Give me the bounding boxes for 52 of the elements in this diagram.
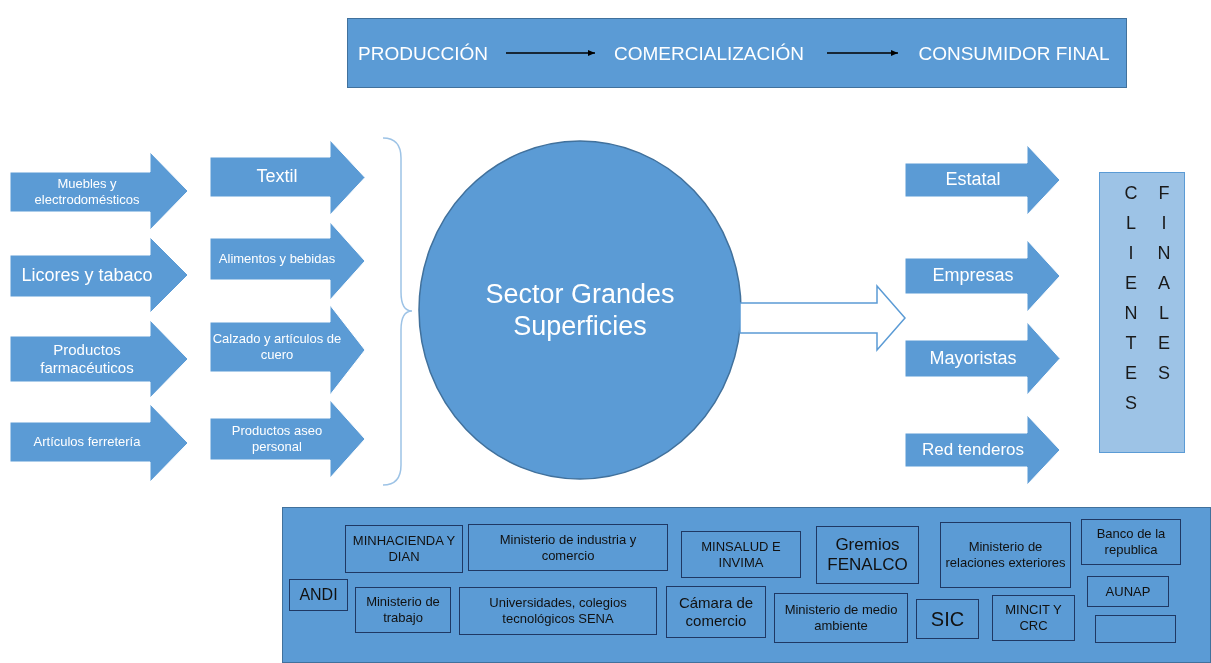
- institution-name: Cámara de comercio: [677, 594, 755, 630]
- banner-label: Alimentos y bebidas: [218, 251, 336, 267]
- institution-name: Universidades, colegios tecnológicos SENA: [488, 595, 628, 627]
- institution-box: [289, 579, 348, 611]
- institution-box: [681, 531, 801, 578]
- institution-name: ANDI: [299, 585, 338, 605]
- institution-box: [459, 587, 657, 635]
- stage-label: CONSUMIDOR FINAL: [918, 42, 1110, 66]
- arrow: [505, 50, 596, 56]
- banner-label: Textil: [256, 166, 298, 188]
- institution-box: [774, 593, 908, 643]
- banner-label: Empresas: [932, 265, 1014, 287]
- institution-box: [666, 586, 766, 638]
- banner-label: Estatal: [945, 169, 1001, 191]
- institution-name: SIC: [930, 607, 965, 631]
- institution-name: Ministerio de relaciones exteriores: [944, 539, 1067, 571]
- institution-box: [345, 525, 463, 573]
- banner-label: Red tenderos: [921, 439, 1025, 461]
- institution-box: [916, 599, 979, 639]
- banner-label: Productos farmacéuticos: [39, 341, 135, 377]
- institution-name: Gremios FENALCO: [826, 534, 909, 576]
- institution-name: Ministerio de trabajo: [365, 594, 441, 626]
- institution-box: [940, 522, 1071, 588]
- institution-box: [468, 524, 668, 571]
- institution-name: Ministerio de medio ambiente: [783, 602, 899, 634]
- institution-box: [1087, 576, 1169, 607]
- institution-box: [1095, 615, 1176, 643]
- panel-background: [282, 507, 1211, 663]
- panel-background: [347, 18, 1127, 88]
- text-panel: [1099, 172, 1185, 453]
- stage-label: PRODUCCIÓN: [358, 42, 488, 66]
- stage-label: COMERCIALIZACIÓN: [614, 42, 804, 66]
- hollow-arrow: [739, 284, 906, 352]
- institution-box: [355, 587, 451, 633]
- arrow: [826, 50, 899, 56]
- banner-label: Licores y tabaco: [21, 265, 153, 287]
- institution-name: Ministerio de industria y comercio: [498, 531, 638, 564]
- banner-label: Calzado y artículos de cuero: [212, 331, 342, 363]
- institution-box: [992, 595, 1075, 641]
- banner-label: Mayoristas: [929, 347, 1017, 370]
- banner-label: Artículos ferretería: [33, 434, 141, 450]
- banner-label: Productos aseo personal: [230, 423, 324, 455]
- ellipse-label: Sector Grandes Superficies: [484, 277, 676, 343]
- vertical-label: CLIENTES FINALES: [1120, 183, 1175, 425]
- institution-name: MINCIT Y CRC: [1004, 602, 1063, 634]
- institution-name: MINHACIENDA Y DIAN: [351, 533, 457, 565]
- institution-box: [1081, 519, 1181, 565]
- institution-name: MINSALUD E INVIMA: [700, 538, 782, 571]
- banner-label: Muebles y electrodomésticos: [33, 176, 141, 208]
- institution-name: AUNAP: [1105, 583, 1151, 600]
- institution-box: [816, 526, 919, 584]
- institution-name: Banco de la republica: [1095, 526, 1167, 558]
